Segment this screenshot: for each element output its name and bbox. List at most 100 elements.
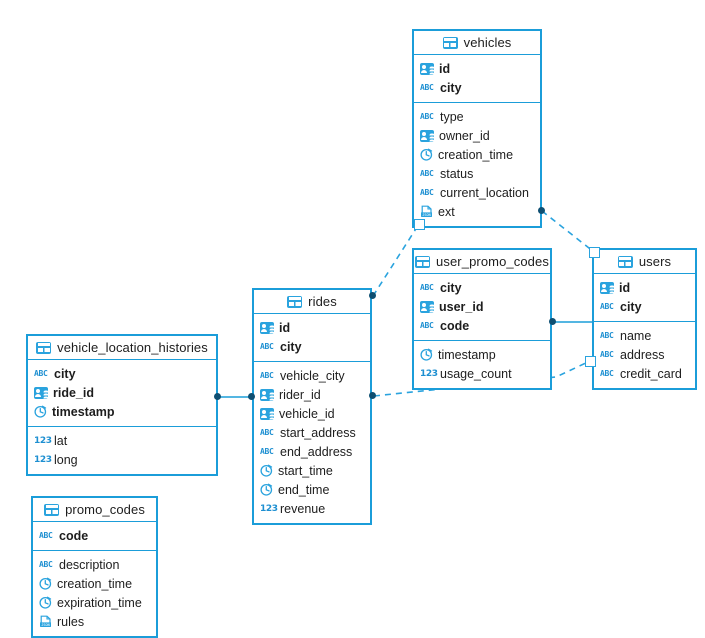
abc-icon: ABC — [600, 330, 614, 340]
column-name: vehicle_id — [279, 406, 335, 421]
table-header-user_promo_codes[interactable]: user_promo_codes — [414, 250, 550, 274]
abc-icon: ABC — [39, 530, 53, 540]
column-row[interactable]: owner_id — [414, 126, 540, 145]
column-name: city — [440, 80, 462, 95]
column-name: rules — [57, 614, 85, 629]
table-header-vehicle_location_histories[interactable]: vehicle_location_histories — [28, 336, 216, 360]
column-name: name — [620, 328, 652, 343]
table-title: user_promo_codes — [436, 254, 549, 269]
column-row[interactable]: id — [414, 59, 540, 78]
json-icon: JSON — [420, 205, 433, 218]
abc-icon: ABC — [600, 349, 614, 359]
endpoint-square-users-left — [585, 356, 596, 367]
column-row[interactable]: ABC city — [414, 278, 550, 297]
table-icon — [287, 295, 303, 308]
relationship-vehicles-to-users[interactable] — [541, 210, 595, 253]
column-row[interactable]: ride_id — [28, 383, 216, 402]
column-row[interactable]: creation_time — [414, 145, 540, 164]
id-icon — [600, 281, 614, 294]
table-header-vehicles[interactable]: vehicles — [414, 31, 540, 55]
table-icon — [44, 503, 60, 516]
abc-icon: ABC — [260, 446, 274, 456]
column-name: lat — [54, 433, 68, 448]
endpoint-dot-rides-right — [369, 392, 376, 399]
clock-icon — [420, 148, 433, 161]
column-name: end_time — [278, 482, 330, 497]
column-row[interactable]: ABC end_address — [254, 442, 370, 461]
table-header-users[interactable]: users — [594, 250, 695, 274]
column-name: start_time — [278, 463, 333, 478]
column-row[interactable]: id — [594, 278, 695, 297]
column-name: revenue — [280, 501, 326, 516]
column-row[interactable]: user_id — [414, 297, 550, 316]
column-row[interactable]: ABC address — [594, 345, 695, 364]
column-row[interactable]: creation_time — [33, 574, 156, 593]
column-row[interactable]: end_time — [254, 480, 370, 499]
column-row[interactable]: expiration_time — [33, 593, 156, 612]
table-header-rides[interactable]: rides — [254, 290, 370, 314]
column-name: type — [440, 109, 464, 124]
clock-icon — [260, 483, 273, 496]
abc-icon: ABC — [600, 301, 614, 311]
abc-icon: ABC — [420, 282, 434, 292]
column-row[interactable]: timestamp — [414, 345, 550, 364]
abc-icon: ABC — [260, 427, 274, 437]
column-row[interactable]: ABC name — [594, 326, 695, 345]
123-icon: 123 — [34, 435, 52, 446]
clock-icon — [34, 405, 47, 418]
column-row[interactable]: start_time — [254, 461, 370, 480]
123-icon: 123 — [34, 454, 52, 465]
column-name: end_address — [280, 444, 353, 459]
column-name: address — [620, 347, 665, 362]
column-name: ride_id — [53, 385, 94, 400]
table-header-promo_codes[interactable]: promo_codes — [33, 498, 156, 522]
column-row[interactable]: vehicle_id — [254, 404, 370, 423]
table-icon — [442, 36, 458, 49]
column-name: city — [440, 280, 462, 295]
column-row[interactable]: timestamp — [28, 402, 216, 421]
column-row[interactable]: rider_id — [254, 385, 370, 404]
id-icon — [260, 388, 274, 401]
id-icon — [34, 386, 48, 399]
abc-icon: ABC — [260, 341, 274, 351]
abc-icon: ABC — [420, 187, 434, 197]
column-row[interactable]: ABC current_location — [414, 183, 540, 202]
table-title: rides — [308, 294, 337, 309]
table-title: vehicle_location_histories — [57, 340, 208, 355]
column-row[interactable]: id — [254, 318, 370, 337]
id-icon — [420, 300, 434, 313]
clock-icon — [39, 596, 52, 609]
svg-text:JSON: JSON — [422, 213, 430, 217]
column-name: owner_id — [439, 128, 490, 143]
column-name: rider_id — [279, 387, 321, 402]
column-name: current_location — [440, 185, 529, 200]
